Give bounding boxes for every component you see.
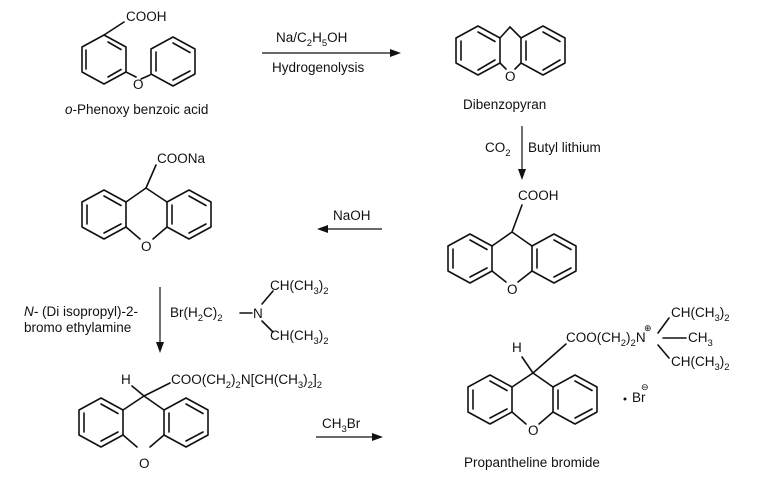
propantheline-isopropyl-top: CH(CH3)2 (671, 305, 730, 324)
structure-propantheline-bromide: H COO(CH2)2N ⊕ CH(CH3)2 CH3 CH(CH3)2 Br … (467, 305, 730, 438)
amine-ester-oxygen-label: O (139, 456, 150, 471)
reagent-isopropyl-top: CH(CH3)2 (270, 278, 329, 297)
structure-sodium-salt: COONa O (81, 151, 212, 254)
structure-dibenzopyran: O (455, 25, 566, 84)
reagent-naoh: NaOH (333, 208, 371, 223)
compound-name-propantheline-bromide: Propantheline bromide (464, 455, 600, 470)
arrow-step3 (317, 225, 382, 233)
sodium-salt-oxygen-label: O (141, 239, 152, 254)
amine-ester-side-chain: COO(CH2)2N[CH(CH3)2]2 (171, 372, 322, 391)
reagent-methyl-bromide: CH3Br (322, 416, 361, 435)
propantheline-isopropyl-bottom: CH(CH3)2 (671, 354, 730, 373)
reagent-diisopropyl-line1: N- (Di isopropyl)-2- (24, 304, 138, 319)
bromide-minus-charge: ⊖ (641, 382, 649, 392)
arrow-step4 (156, 287, 164, 353)
cooh-label: COOH (126, 9, 167, 24)
reagent-co2: CO2 (485, 140, 511, 159)
coona-label: COONa (157, 151, 206, 166)
reagent-isopropyl-bottom: CH(CH3)2 (270, 328, 329, 347)
arrow-step2 (518, 126, 526, 180)
reagent-bromo-ethylamine: bromo ethylamine (24, 320, 131, 335)
propantheline-ester-chain: COO(CH2)2N (566, 330, 646, 349)
reagent-hydrogenolysis: Hydrogenolysis (272, 60, 365, 75)
amine-ester-h-label: H (121, 372, 131, 387)
reagent-butyl-lithium: Butyl lithium (528, 140, 601, 155)
ether-oxygen-label: O (133, 77, 144, 92)
structure-amine-ester: H COO(CH2)2N[CH(CH3)2]2 O (78, 372, 322, 471)
reagent-nitrogen-label: N (253, 306, 263, 321)
propantheline-h-label: H (512, 340, 522, 355)
structure-phenoxy-benzoic-acid: COOH O (81, 9, 196, 92)
dibenzopyran-oxygen-label: O (505, 69, 516, 84)
ionic-dot (623, 397, 627, 401)
xanthene-acid-oxygen-label: O (507, 282, 518, 297)
compound-name-dibenzopyran: Dibenzopyran (463, 97, 546, 112)
cooh-label-2: COOH (518, 188, 559, 203)
propantheline-methyl: CH3 (688, 330, 713, 349)
compound-name-phenoxy-benzoic-acid: o-Phenoxy benzoic acid (65, 102, 208, 117)
reagent-na-ethanol: Na/C2H5OH (276, 30, 347, 49)
bromide-ion-label: Br (632, 390, 646, 405)
reagent-bromoethylamine-formula: Br(H2C)2 (170, 305, 223, 324)
quaternary-plus-charge: ⊕ (644, 323, 652, 333)
arrow-step1 (262, 49, 401, 57)
structure-xanthene-carboxylic-acid: COOH O (447, 188, 577, 297)
arrow-step5 (316, 433, 383, 441)
propantheline-oxygen-label: O (528, 423, 539, 438)
